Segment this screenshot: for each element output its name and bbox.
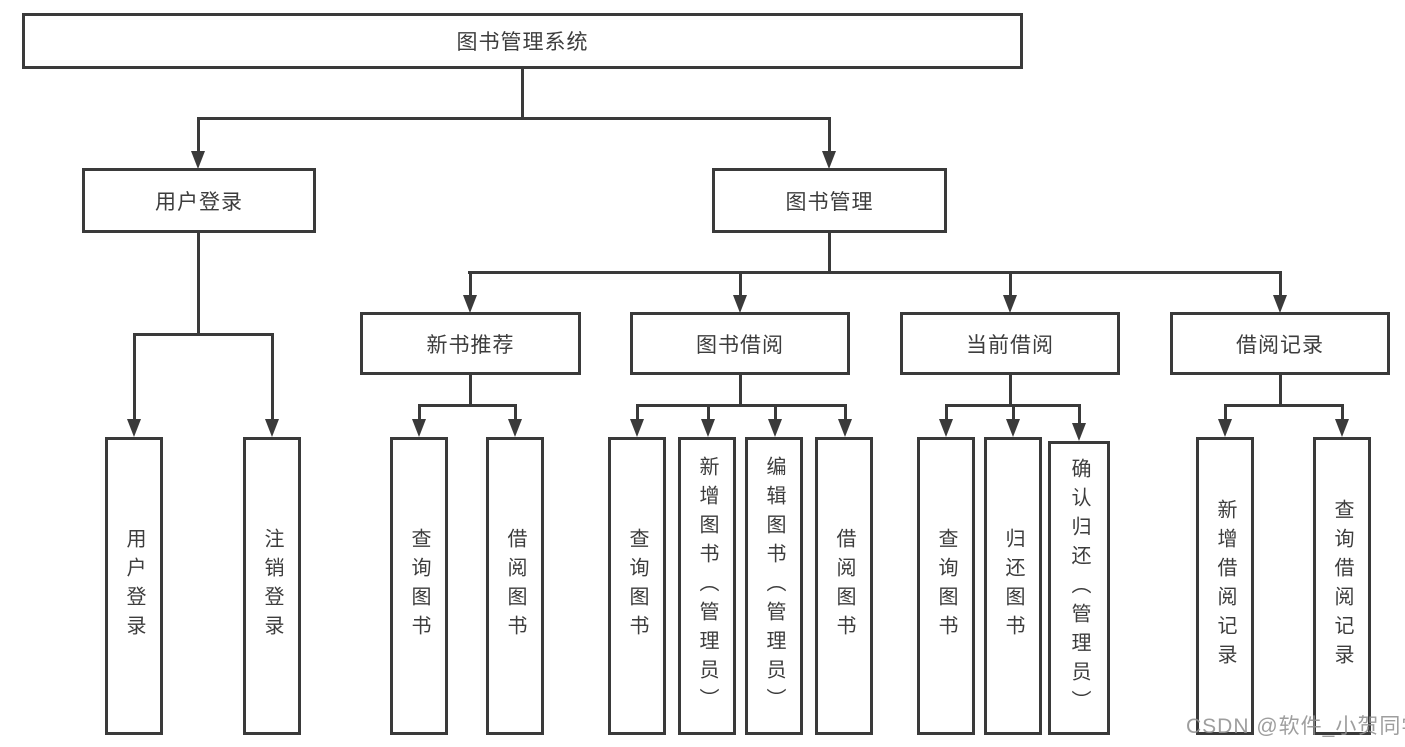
connector-line bbox=[636, 404, 846, 407]
connector-line bbox=[1012, 404, 1015, 421]
arrowhead-down-icon bbox=[701, 419, 715, 437]
connector-line bbox=[1341, 404, 1344, 421]
node-user-login-label: 用户登录 bbox=[155, 190, 243, 214]
node-current-borrowing: 当前借阅 bbox=[900, 312, 1120, 375]
node-current-borrowing-label: 当前借阅 bbox=[966, 333, 1054, 357]
arrowhead-down-icon bbox=[939, 419, 953, 437]
arrowhead-down-icon bbox=[463, 295, 477, 313]
leaf-query-borrow-record-label: 查询借阅记录 bbox=[1331, 499, 1353, 673]
connector-line bbox=[1224, 404, 1344, 407]
arrowhead-down-icon bbox=[191, 151, 205, 169]
connector-line bbox=[133, 333, 136, 421]
leaf-user-login: 用户登录 bbox=[105, 437, 163, 735]
leaf-add-book-admin-label: 新增图书（管理员） bbox=[696, 455, 718, 717]
connector-line bbox=[828, 230, 831, 274]
connector-line bbox=[468, 271, 1281, 274]
connector-line bbox=[739, 373, 742, 407]
leaf-logout-label: 注销登录 bbox=[261, 528, 283, 644]
node-book-borrowing: 图书借阅 bbox=[630, 312, 850, 375]
arrowhead-down-icon bbox=[1218, 419, 1232, 437]
connector-line bbox=[774, 404, 777, 421]
leaf-return-book: 归还图书 bbox=[984, 437, 1042, 735]
connector-line bbox=[707, 404, 710, 421]
arrowhead-down-icon bbox=[1273, 295, 1287, 313]
connector-line bbox=[945, 404, 948, 421]
arrowhead-down-icon bbox=[838, 419, 852, 437]
leaf-query-books-current-label: 查询图书 bbox=[935, 528, 957, 644]
connector-line bbox=[469, 271, 472, 297]
arrowhead-down-icon bbox=[822, 151, 836, 169]
node-user-login: 用户登录 bbox=[82, 168, 316, 233]
node-root-label: 图书管理系统 bbox=[456, 31, 589, 54]
leaf-query-books-recommend-label: 查询图书 bbox=[408, 528, 430, 644]
connector-line bbox=[469, 373, 472, 407]
connector-line bbox=[271, 333, 274, 421]
leaf-add-borrow-record: 新增借阅记录 bbox=[1196, 437, 1254, 735]
connector-line bbox=[739, 271, 742, 297]
csdn-watermark: CSDN @软件_小贺同学 bbox=[1186, 715, 1405, 738]
connector-line bbox=[1279, 373, 1282, 407]
leaf-query-borrow-record: 查询借阅记录 bbox=[1313, 437, 1371, 735]
connector-line bbox=[133, 333, 274, 336]
connector-line bbox=[828, 117, 831, 152]
connector-line bbox=[521, 66, 524, 120]
arrowhead-down-icon bbox=[1072, 423, 1086, 441]
leaf-query-books-current: 查询图书 bbox=[917, 437, 975, 735]
leaf-query-books-recommend: 查询图书 bbox=[390, 437, 448, 735]
leaf-add-book-admin: 新增图书（管理员） bbox=[678, 437, 736, 735]
leaf-return-book-label: 归还图书 bbox=[1002, 528, 1024, 644]
arrowhead-down-icon bbox=[265, 419, 279, 437]
connector-line bbox=[1009, 373, 1012, 407]
connector-line bbox=[1009, 271, 1012, 297]
connector-line bbox=[1224, 404, 1227, 421]
leaf-logout: 注销登录 bbox=[243, 437, 301, 735]
node-new-book-recommend-label: 新书推荐 bbox=[426, 333, 515, 357]
connector-line bbox=[844, 404, 847, 421]
connector-line bbox=[1078, 404, 1081, 425]
arrowhead-down-icon bbox=[630, 419, 644, 437]
connector-line bbox=[418, 404, 517, 407]
leaf-query-books-borrowing: 查询图书 bbox=[608, 437, 666, 735]
connector-line bbox=[636, 404, 639, 421]
arrowhead-down-icon bbox=[508, 419, 522, 437]
arrowhead-down-icon bbox=[768, 419, 782, 437]
leaf-edit-book-admin: 编辑图书（管理员） bbox=[745, 437, 803, 735]
connector-line bbox=[197, 117, 200, 152]
leaf-query-books-borrowing-label: 查询图书 bbox=[626, 528, 648, 644]
arrowhead-down-icon bbox=[127, 419, 141, 437]
arrowhead-down-icon bbox=[733, 295, 747, 313]
node-book-borrowing-label: 图书借阅 bbox=[696, 333, 784, 357]
arrowhead-down-icon bbox=[1003, 295, 1017, 313]
connector-line bbox=[197, 230, 200, 336]
leaf-borrow-books-borrowing-label: 借阅图书 bbox=[833, 528, 855, 644]
leaf-add-borrow-record-label: 新增借阅记录 bbox=[1214, 499, 1236, 673]
connector-line bbox=[197, 117, 831, 120]
leaf-borrow-books-recommend: 借阅图书 bbox=[486, 437, 544, 735]
node-book-management-label: 图书管理 bbox=[785, 190, 874, 214]
leaf-borrow-books-borrowing: 借阅图书 bbox=[815, 437, 873, 735]
leaf-confirm-return-admin: 确认归还（管理员） bbox=[1048, 441, 1110, 735]
connector-line bbox=[514, 404, 517, 421]
arrowhead-down-icon bbox=[412, 419, 426, 437]
node-book-management: 图书管理 bbox=[712, 168, 947, 233]
arrowhead-down-icon bbox=[1006, 419, 1020, 437]
leaf-borrow-books-recommend-label: 借阅图书 bbox=[504, 528, 526, 644]
arrowhead-down-icon bbox=[1335, 419, 1349, 437]
connector-line bbox=[1279, 271, 1282, 297]
leaf-confirm-return-admin-label: 确认归还（管理员） bbox=[1068, 457, 1090, 719]
connector-line bbox=[418, 404, 421, 421]
leaf-edit-book-admin-label: 编辑图书（管理员） bbox=[763, 455, 785, 717]
node-new-book-recommend: 新书推荐 bbox=[360, 312, 581, 375]
node-root-system: 图书管理系统 bbox=[22, 13, 1023, 69]
node-borrow-records-label: 借阅记录 bbox=[1236, 333, 1324, 357]
node-borrow-records: 借阅记录 bbox=[1170, 312, 1390, 375]
leaf-user-login-label: 用户登录 bbox=[123, 528, 145, 644]
